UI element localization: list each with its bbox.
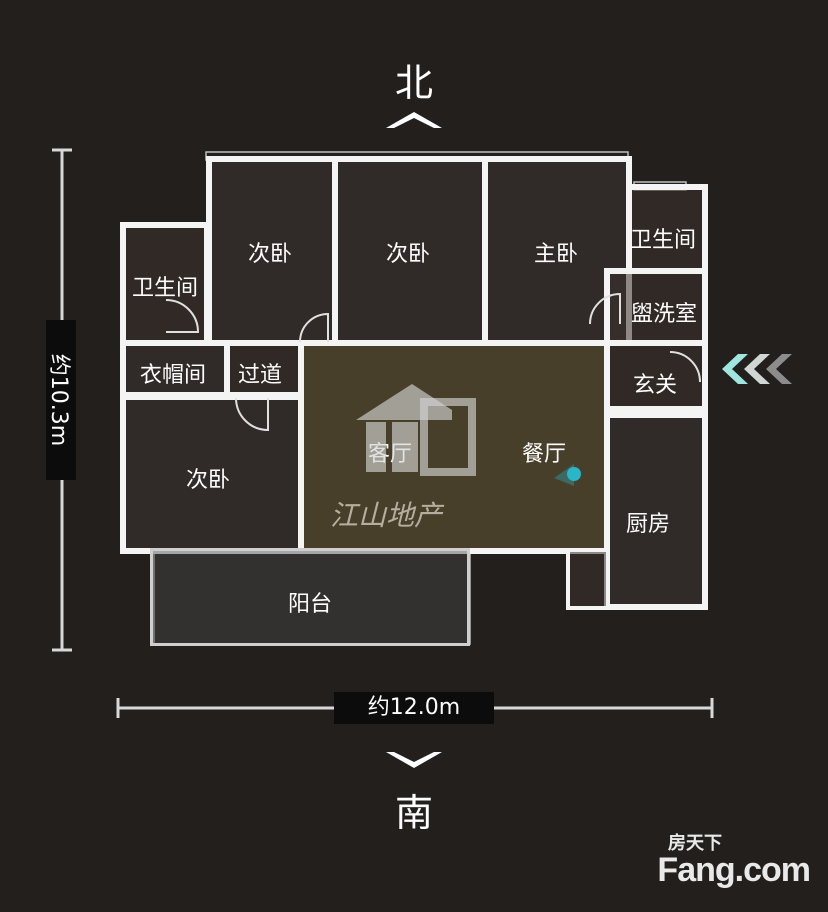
room-kitchen <box>604 412 708 610</box>
label-dining-room: 餐厅 <box>522 442 567 467</box>
label-washroom: 盥洗室 <box>631 302 698 327</box>
south-arrow-icon <box>386 752 442 768</box>
door-arcs <box>165 292 701 432</box>
label-master-bedroom: 主卧 <box>534 242 579 267</box>
label-bedroom-north: 次卧 <box>386 242 431 267</box>
label-entrance: 玄关 <box>633 373 678 398</box>
label-balcony: 阳台 <box>288 592 333 617</box>
south-label: 南 <box>394 791 433 835</box>
label-bathroom-left: 卫生间 <box>132 276 199 301</box>
brand-chinese-name: 房天下 <box>668 833 722 853</box>
north-label: 北 <box>394 61 433 105</box>
room-washroom <box>604 268 708 346</box>
north-arrow-icon <box>386 112 442 128</box>
brand-logo: 房天下 Fang.com <box>657 833 811 890</box>
label-bedroom-northwest: 次卧 <box>248 242 293 267</box>
room-kitchen-annex <box>566 548 610 610</box>
width-dimension-label: 约12.0m <box>334 692 494 724</box>
room-bedroom-southwest <box>120 394 304 554</box>
entrance-arrow-icon <box>722 354 792 384</box>
label-corridor: 过道 <box>238 363 283 388</box>
house-logo-icon <box>356 384 476 476</box>
label-bathroom-right: 卫生间 <box>630 228 697 253</box>
room-balcony <box>150 548 470 646</box>
brand-name: Fang.com <box>657 851 811 889</box>
height-dimension-label: 约10.3m <box>46 320 76 480</box>
room-bathroom-right <box>626 184 708 274</box>
location-marker-icon <box>554 464 581 486</box>
watermark-text: 江山地产 <box>330 499 443 532</box>
label-bedroom-southwest: 次卧 <box>186 468 231 493</box>
label-wardrobe: 衣帽间 <box>140 363 207 388</box>
label-kitchen: 厨房 <box>626 512 671 537</box>
